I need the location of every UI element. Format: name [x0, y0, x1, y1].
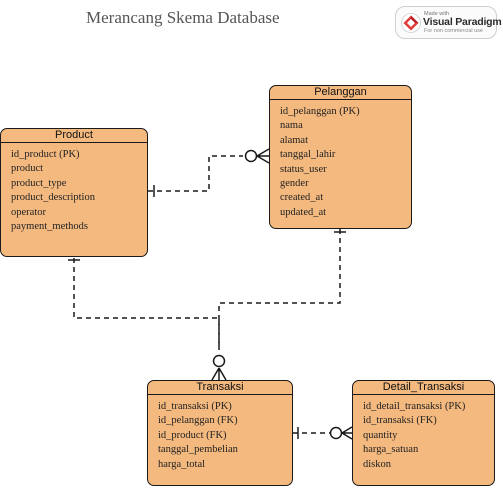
attribute-diskon: diskon: [363, 458, 392, 470]
many-marker-transaksi: [211, 367, 227, 381]
diagram-title: Merancang Skema Database: [86, 8, 280, 27]
attribute-status-user: status_user: [280, 163, 327, 175]
attribute-gender: gender: [280, 178, 309, 190]
attribute-id-pelanggan-fk: id_pelanggan (FK): [158, 415, 238, 427]
watermark-made-with: Made with: [424, 11, 450, 17]
attribute-id-product-fk: id_product (FK): [158, 429, 227, 441]
entity-transaksi[interactable]: Transaksi id_transaksi (PK) id_pelanggan…: [147, 380, 293, 486]
attribute-id-transaksi-fk: id_transaksi (FK): [363, 415, 437, 427]
watermark-brand: Visual Paradigm: [423, 16, 502, 28]
attribute-nama: nama: [280, 120, 303, 132]
entity-product-attributes: id_product (PK) product product_type pro…: [1, 143, 147, 234]
entity-pelanggan-attributes: id_pelanggan (PK) nama alamat tanggal_la…: [270, 100, 411, 220]
attribute-id-detail-transaksi: id_detail_transaksi (PK): [363, 401, 466, 412]
entity-detail-transaksi[interactable]: Detail_Transaksi id_detail_transaksi (PK…: [352, 380, 495, 486]
entity-transaksi-name: Transaksi: [148, 381, 292, 395]
connector-product-transaksi: [73, 258, 220, 350]
attribute-tanggal-lahir: tanggal_lahir: [280, 149, 336, 161]
attribute-quantity: quantity: [363, 429, 398, 441]
attribute-id-transaksi: id_transaksi (PK): [158, 401, 232, 412]
attribute-product-description: product_description: [11, 192, 95, 204]
visual-paradigm-logo-icon: [401, 13, 421, 33]
entity-pelanggan-name: Pelanggan: [270, 86, 411, 100]
attribute-updated-at: updated_at: [280, 206, 327, 218]
entity-product[interactable]: Product id_product (PK) product product_…: [0, 128, 148, 257]
entity-transaksi-attributes: id_transaksi (PK) id_pelanggan (FK) id_p…: [148, 395, 292, 472]
entity-product-name: Product: [1, 129, 147, 143]
attribute-operator: operator: [11, 206, 46, 218]
attribute-id-product: id_product (PK): [11, 149, 80, 160]
attribute-harga-total: harga_total: [158, 458, 206, 470]
watermark-note: For non commercial use: [424, 28, 483, 34]
attribute-product: product: [11, 163, 44, 175]
attribute-harga-satuan: harga_satuan: [363, 444, 419, 456]
attribute-id-pelanggan: id_pelanggan (PK): [280, 106, 360, 117]
entity-detail-transaksi-name: Detail_Transaksi: [353, 381, 494, 395]
attribute-product-type: product_type: [11, 177, 67, 189]
zero-marker-detail: [329, 426, 343, 440]
zero-marker-pelanggan: [244, 149, 258, 163]
entity-pelanggan[interactable]: Pelanggan id_pelanggan (PK) nama alamat …: [269, 85, 412, 229]
attribute-tanggal-pembelian: tanggal_pembelian: [158, 444, 238, 456]
many-marker-pelanggan: [256, 148, 270, 164]
zero-marker-transaksi: [212, 354, 226, 368]
many-marker-detail: [341, 426, 353, 440]
connector-product-pelanggan: [148, 155, 243, 192]
connector-pelanggan-transaksi: [218, 229, 341, 350]
attribute-alamat: alamat: [280, 134, 308, 146]
entity-detail-transaksi-attributes: id_detail_transaksi (PK) id_transaksi (F…: [353, 395, 494, 472]
attribute-created-at: created_at: [280, 192, 324, 204]
attribute-payment-methods: payment_methods: [11, 221, 88, 233]
watermark-badge: Made with Visual Paradigm For non commer…: [395, 6, 502, 39]
